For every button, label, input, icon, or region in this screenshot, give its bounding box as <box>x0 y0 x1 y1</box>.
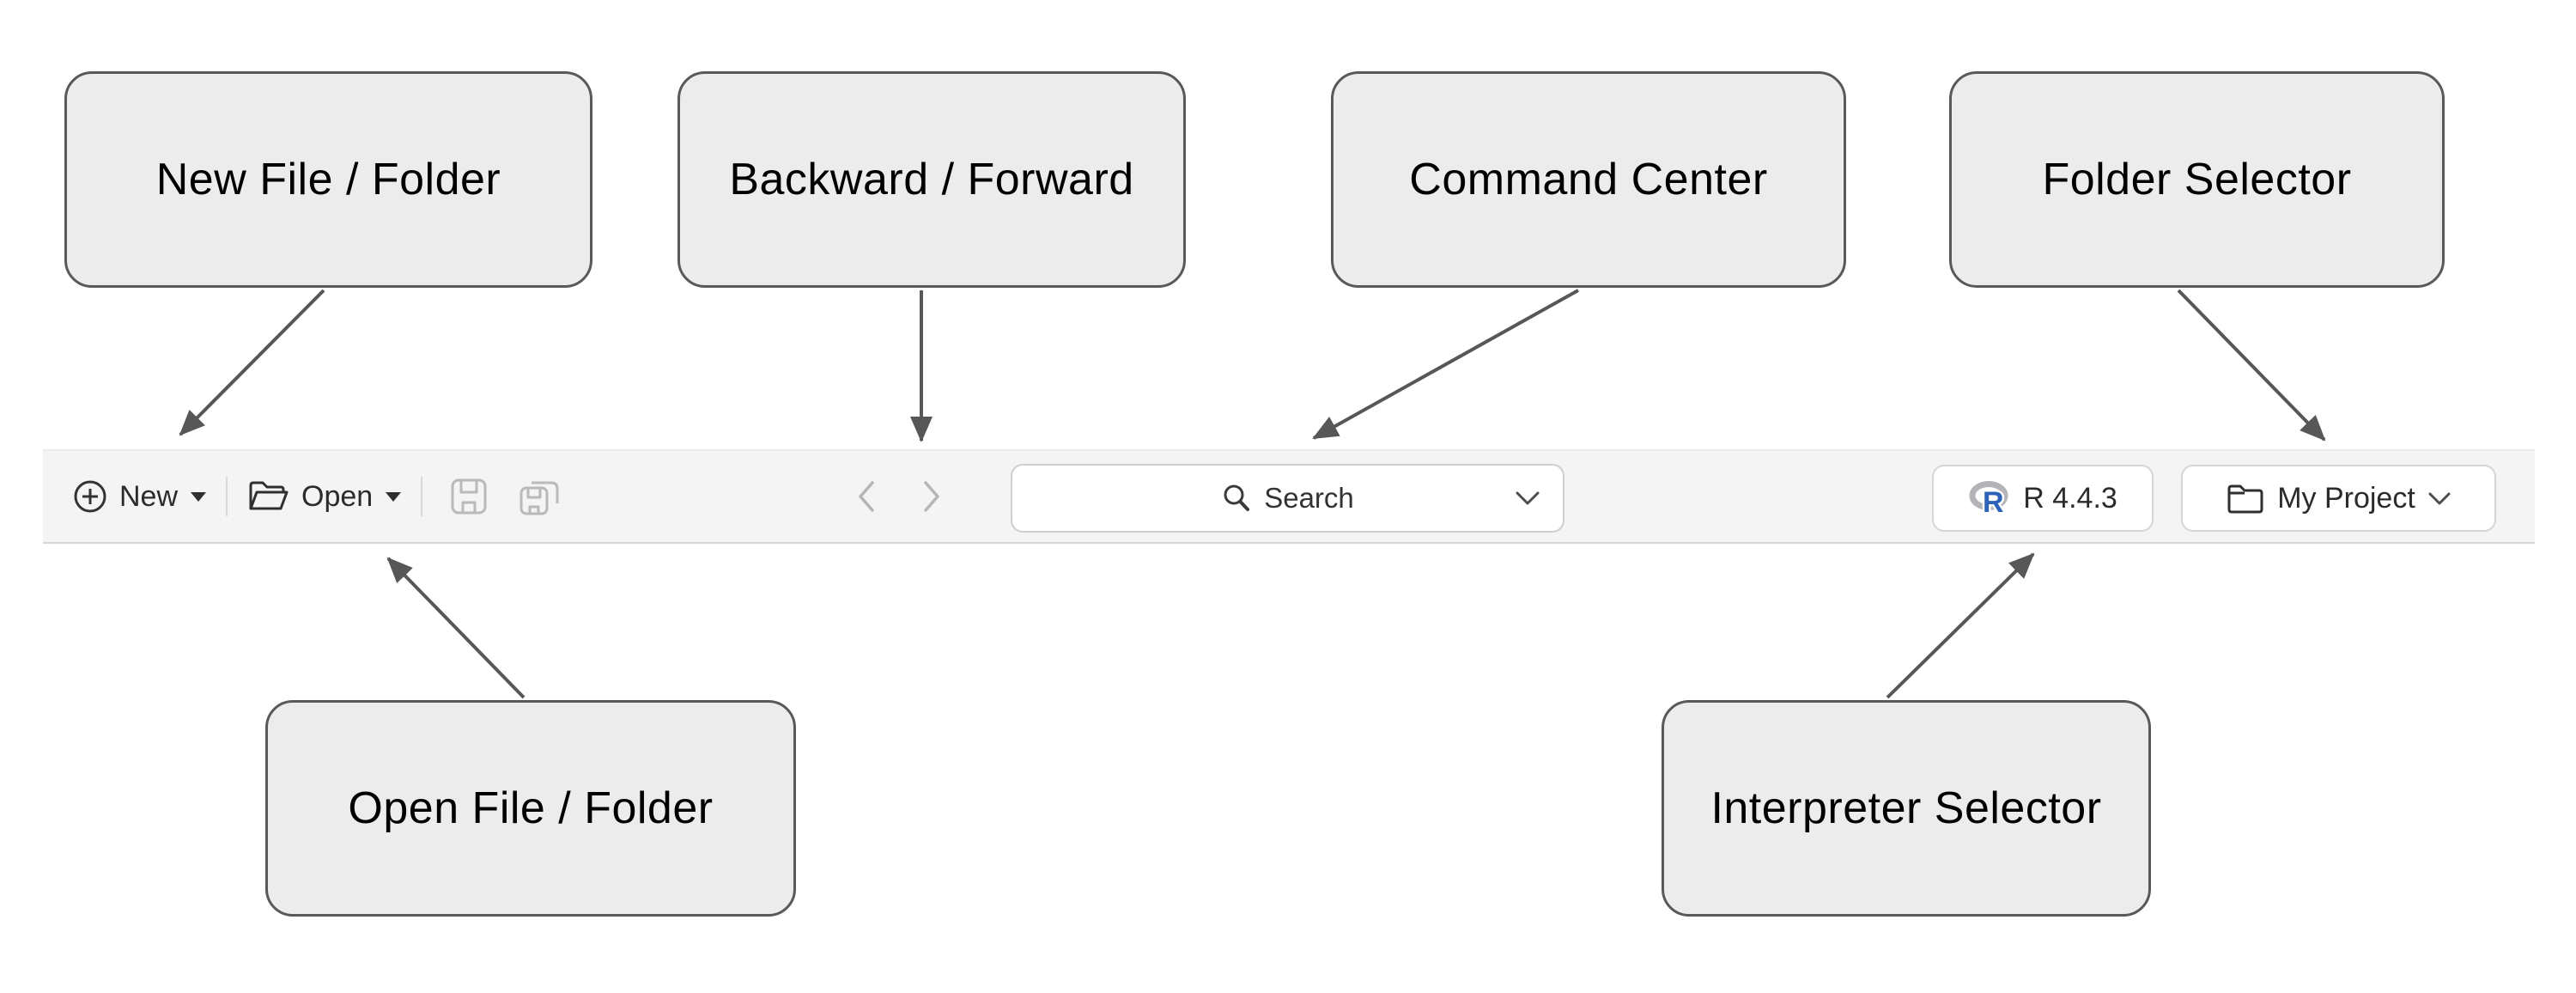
interpreter-label: R 4.4.3 <box>2023 481 2117 515</box>
new-button-label: New <box>119 479 179 513</box>
callout-label: Interpreter Selector <box>1710 783 2102 833</box>
callout-command-center: Command Center <box>1331 71 1846 288</box>
callout-label: Backward / Forward <box>729 155 1134 204</box>
forward-arrow-icon[interactable] <box>918 474 944 519</box>
chevron-down-icon <box>2427 491 2451 506</box>
back-arrow-icon[interactable] <box>854 474 880 519</box>
arrow-open-file-folder <box>386 557 526 699</box>
interpreter-selector-button[interactable]: R R 4.4.3 <box>1932 465 2154 532</box>
arrow-folder-selector <box>2177 289 2326 442</box>
open-button-label: Open <box>301 479 374 513</box>
caret-down-icon <box>190 491 207 503</box>
callout-new-file-folder: New File / Folder <box>64 71 592 288</box>
toolbar-left-group: New Open <box>73 451 562 542</box>
toolbar-separator <box>421 477 423 516</box>
callout-label: Folder Selector <box>2042 155 2352 204</box>
search-label: Search <box>1264 482 1354 514</box>
callout-label: Open File / Folder <box>348 783 714 833</box>
new-button[interactable]: New <box>73 479 207 514</box>
toolbar-nav-group <box>854 451 944 542</box>
save-icon[interactable] <box>448 476 489 517</box>
command-center-search[interactable]: Search <box>1011 464 1564 533</box>
arrow-command-center <box>1312 289 1579 440</box>
folder-icon <box>2226 482 2265 515</box>
callout-open-file-folder: Open File / Folder <box>265 700 796 917</box>
toolbar: New Open <box>43 449 2535 544</box>
callout-label: New File / Folder <box>155 155 501 204</box>
r-logo-icon: R <box>1968 479 2013 517</box>
callout-interpreter-selector: Interpreter Selector <box>1662 700 2151 917</box>
save-all-icon[interactable] <box>517 476 562 517</box>
plus-circle-icon <box>73 479 107 514</box>
callout-label: Command Center <box>1409 155 1768 204</box>
open-folder-icon <box>246 478 289 515</box>
search-icon <box>1221 483 1252 514</box>
project-label: My Project <box>2277 481 2415 515</box>
open-button[interactable]: Open <box>246 478 402 515</box>
callout-folder-selector: Folder Selector <box>1949 71 2445 288</box>
toolbar-separator <box>226 477 228 516</box>
svg-text:R: R <box>1983 486 2004 517</box>
arrow-interpreter-selector <box>1886 552 2035 699</box>
arrow-new-file-folder <box>179 289 325 436</box>
callout-backward-forward: Backward / Forward <box>677 71 1186 288</box>
folder-selector-button[interactable]: My Project <box>2181 465 2496 532</box>
caret-down-icon <box>385 491 402 503</box>
chevron-down-icon[interactable] <box>1515 490 1540 506</box>
